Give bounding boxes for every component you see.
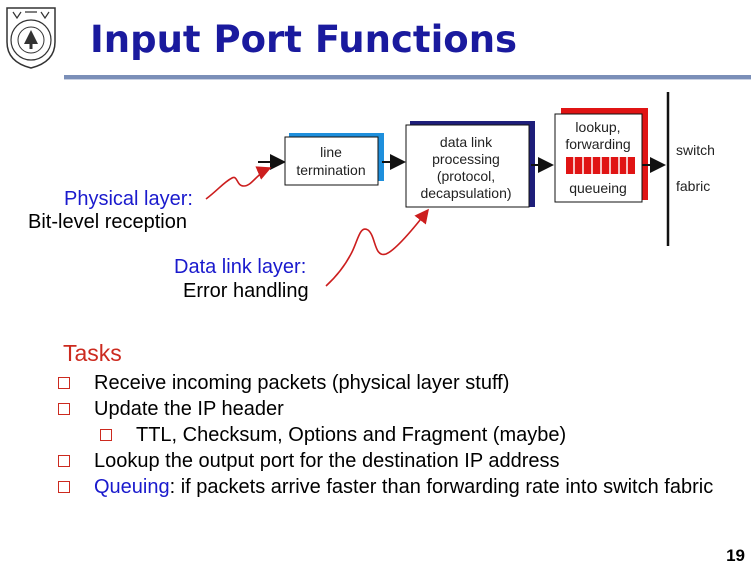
queueing-label: queueing: [569, 180, 627, 196]
lookup-label-2: forwarding: [565, 136, 630, 152]
tasks-list: Receive incoming packets (physical layer…: [56, 370, 726, 500]
bullet-box-icon: [58, 377, 70, 389]
datalink-layer-desc: Error handling: [183, 280, 309, 302]
queue-icon: [566, 157, 635, 174]
lookup-forwarding-box: lookup, forwarding queueing: [554, 108, 648, 203]
data-link-processing-box: data link processing (protocol, decapsul…: [405, 121, 535, 208]
queuing-term: Queuing: [94, 476, 170, 498]
line-termination-label-2: termination: [296, 162, 365, 178]
datalink-label-3: (protocol,: [437, 168, 495, 184]
list-item: Update the IP header: [56, 396, 726, 422]
list-item: Receive incoming packets (physical layer…: [56, 370, 726, 396]
physical-layer-title: Physical layer:: [64, 188, 193, 210]
line-termination-box: line termination: [284, 133, 384, 186]
switch-fabric-label-1: switch: [676, 142, 715, 158]
line-termination-label-1: line: [320, 144, 342, 160]
input-port-diagram: line termination data link processing (p…: [205, 92, 715, 287]
page-title: Input Port Functions: [90, 18, 518, 61]
datalink-layer-title: Data link layer:: [174, 256, 307, 278]
physical-layer-desc: Bit-level reception: [28, 211, 187, 233]
switch-fabric-label-2: fabric: [676, 178, 710, 194]
lookup-label-1: lookup,: [575, 119, 620, 135]
physical-layer-pointer: [205, 166, 272, 200]
datalink-layer-pointer: [325, 208, 429, 287]
university-logo: [6, 7, 56, 69]
title-divider: [64, 75, 751, 79]
bullet-box-icon: [58, 403, 70, 415]
bullet-box-icon: [58, 481, 70, 493]
title-divider-light: [64, 79, 751, 80]
page-number: 19: [726, 546, 745, 565]
datalink-label-1: data link: [440, 134, 493, 150]
tasks-heading: Tasks: [63, 340, 122, 366]
datalink-label-2: processing: [432, 151, 500, 167]
bullet-box-icon: [58, 455, 70, 467]
list-item-sub: TTL, Checksum, Options and Fragment (may…: [56, 422, 726, 448]
list-item: Lookup the output port for the destinati…: [56, 448, 726, 474]
list-item: Queuing: if packets arrive faster than f…: [56, 474, 726, 500]
datalink-label-4: decapsulation): [420, 185, 511, 201]
bullet-box-icon: [100, 429, 112, 441]
